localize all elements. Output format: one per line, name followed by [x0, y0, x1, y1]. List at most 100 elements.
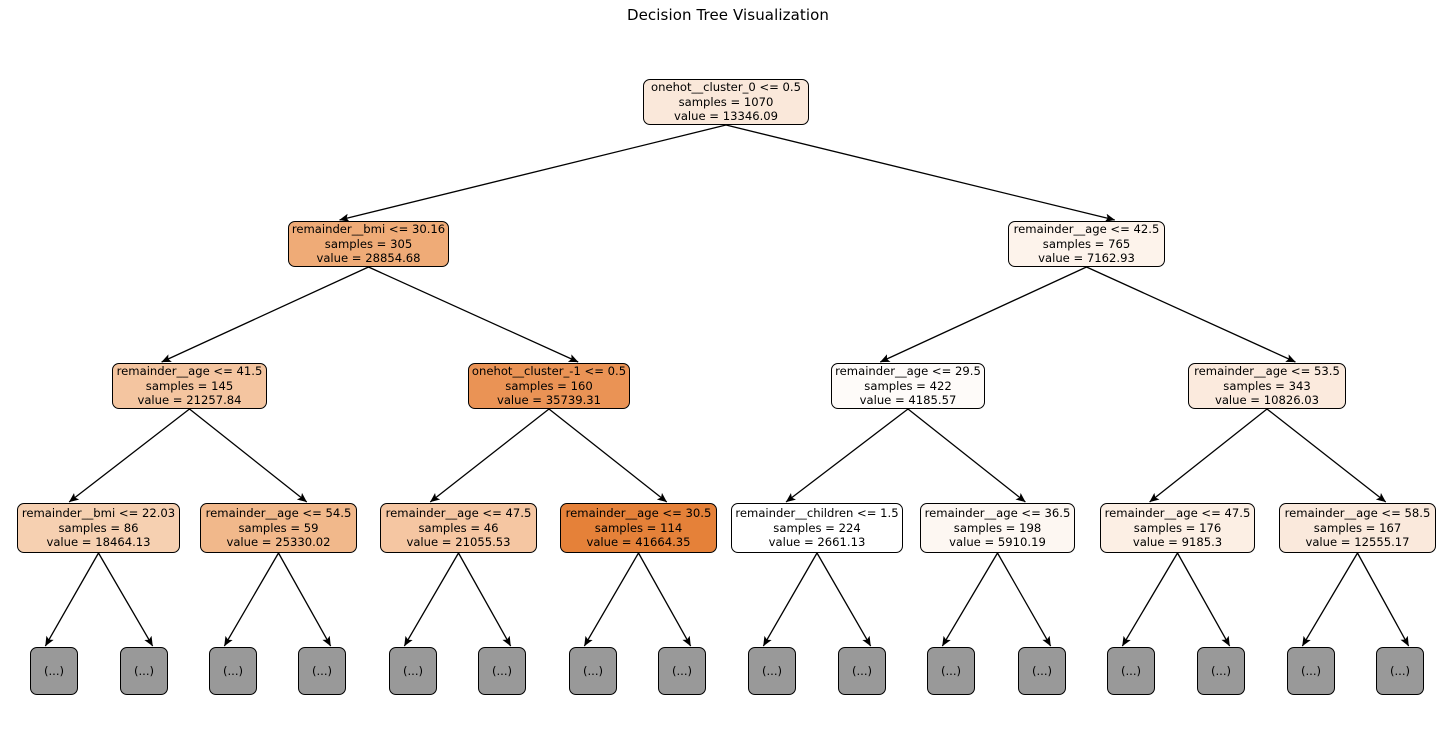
node-condition: onehot__cluster_0 <= 0.5 — [651, 80, 801, 95]
page-title: Decision Tree Visualization — [626, 6, 830, 24]
tree-edge — [762, 552, 818, 647]
tree-edge — [223, 552, 280, 647]
node-samples: samples = 160 — [505, 378, 593, 393]
truncated-label: (...) — [582, 664, 604, 678]
node-value: value = 7162.93 — [1038, 251, 1135, 266]
truncated-label: (...) — [1300, 664, 1322, 678]
tree-truncated-node[interactable]: (...) — [838, 647, 886, 695]
truncated-label: (...) — [133, 664, 155, 678]
tree-edge — [941, 552, 999, 647]
node-condition: remainder__bmi <= 30.16 — [291, 222, 446, 237]
truncated-label: (...) — [222, 664, 244, 678]
tree-edge — [816, 552, 872, 647]
node-samples: samples = 224 — [773, 520, 861, 535]
truncated-label: (...) — [761, 664, 783, 678]
tree-truncated-node[interactable]: (...) — [1287, 647, 1335, 695]
node-value: value = 21055.53 — [406, 535, 511, 550]
node-samples: samples = 167 — [1313, 520, 1402, 535]
node-value: value = 13346.09 — [673, 109, 779, 124]
tree-edge — [637, 552, 692, 647]
node-value: value = 35739.31 — [496, 393, 602, 408]
node-samples: samples = 422 — [864, 378, 952, 393]
node-condition: remainder__age <= 29.5 — [835, 364, 981, 379]
node-condition: remainder__bmi <= 22.03 — [21, 506, 176, 521]
node-condition: remainder__age <= 47.5 — [385, 506, 532, 521]
tree-edge — [161, 266, 369, 363]
node-samples: samples = 59 — [238, 520, 319, 535]
tree-truncated-node[interactable]: (...) — [298, 647, 346, 695]
tree-truncated-node[interactable]: (...) — [209, 647, 257, 695]
tree-truncated-node[interactable]: (...) — [30, 647, 78, 695]
tree-edge — [429, 408, 550, 503]
node-samples: samples = 1070 — [678, 94, 774, 109]
tree-truncated-node[interactable]: (...) — [1376, 647, 1424, 695]
tree-truncated-node[interactable]: (...) — [1197, 647, 1245, 695]
truncated-label: (...) — [1031, 664, 1053, 678]
node-value: value = 28854.68 — [316, 251, 421, 266]
tree-edge — [368, 266, 579, 363]
tree-edge — [880, 266, 1087, 363]
tree-edge — [403, 552, 460, 647]
node-value: value = 12555.17 — [1305, 535, 1410, 550]
node-condition: remainder__age <= 42.5 — [1013, 222, 1160, 237]
node-value: value = 41664.35 — [586, 535, 691, 550]
tree-edge — [97, 552, 154, 647]
node-condition: remainder__age <= 54.5 — [205, 506, 352, 521]
node-value: value = 4185.57 — [859, 393, 957, 408]
node-samples: samples = 86 — [58, 520, 139, 535]
tree-edge — [1176, 552, 1231, 647]
tree-truncated-node[interactable]: (...) — [120, 647, 168, 695]
node-value: value = 10826.03 — [1214, 393, 1320, 408]
tree-edge — [907, 408, 1026, 503]
tree-truncated-node[interactable]: (...) — [927, 647, 975, 695]
tree-edge — [44, 552, 100, 647]
tree-edge — [457, 552, 512, 647]
truncated-label: (...) — [402, 664, 424, 678]
node-condition: remainder__age <= 36.5 — [924, 506, 1071, 521]
node-value: value = 18464.13 — [46, 535, 151, 550]
node-value: value = 2661.13 — [768, 535, 866, 550]
tree-edge — [1086, 266, 1296, 363]
tree-edge — [583, 552, 640, 647]
node-condition: remainder__age <= 58.5 — [1284, 506, 1431, 521]
tree-edge — [189, 408, 308, 503]
tree-edge — [1121, 552, 1179, 647]
tree-edge — [339, 124, 727, 222]
node-condition: onehot__cluster_-1 <= 0.5 — [471, 364, 627, 379]
tree-edge — [785, 408, 909, 503]
tree-truncated-node[interactable]: (...) — [478, 647, 526, 695]
node-condition: remainder__children <= 1.5 — [735, 506, 899, 521]
node-samples: samples = 305 — [324, 236, 413, 251]
node-condition: remainder__age <= 30.5 — [565, 506, 712, 521]
node-samples: samples = 176 — [1133, 520, 1222, 535]
tree-edge — [277, 552, 332, 647]
node-samples: samples = 145 — [145, 378, 234, 393]
tree-truncated-node[interactable]: (...) — [1107, 647, 1155, 695]
tree-truncated-node[interactable]: (...) — [748, 647, 796, 695]
tree-truncated-node[interactable]: (...) — [569, 647, 617, 695]
node-condition: remainder__age <= 47.5 — [1104, 506, 1251, 521]
tree-truncated-node[interactable]: (...) — [658, 647, 706, 695]
node-value: value = 9185.3 — [1132, 535, 1223, 550]
node-samples: samples = 198 — [953, 520, 1042, 535]
tree-truncated-node[interactable]: (...) — [1018, 647, 1066, 695]
tree-truncated-node[interactable]: (...) — [389, 647, 437, 695]
truncated-label: (...) — [671, 664, 693, 678]
node-samples: samples = 765 — [1042, 236, 1131, 251]
